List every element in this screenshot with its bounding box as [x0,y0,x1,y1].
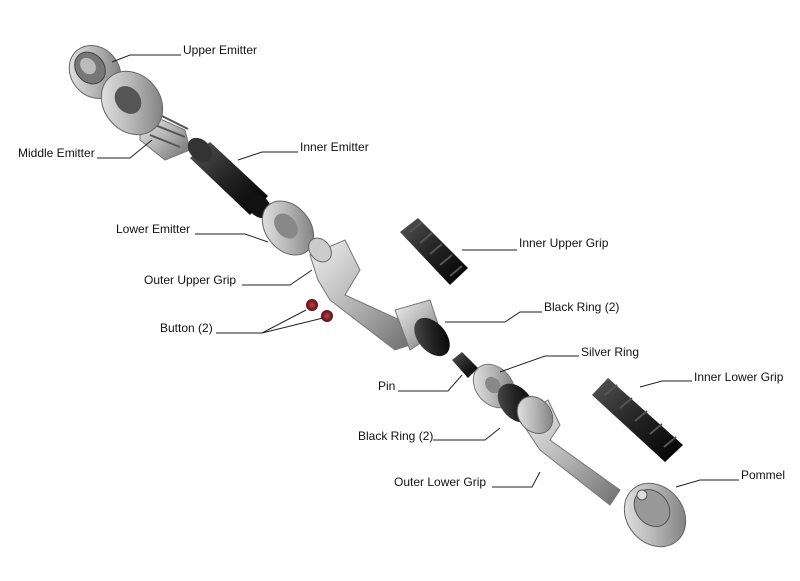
leader-lines [97,54,739,488]
button-part-2 [321,310,333,322]
label-inner-emitter: Inner Emitter [300,140,369,154]
button-part-1 [306,299,318,311]
pommel-part [623,482,687,548]
inner-upper-grip-part [400,218,468,285]
label-pommel: Pommel [741,468,786,482]
upper-emitter-part [68,45,122,99]
label-inner-lower-grip: Inner Lower Grip [694,370,784,384]
label-lower-emitter: Lower Emitter [116,222,191,236]
label-button: Button (2) [160,321,213,335]
label-pin: Pin [378,379,396,393]
label-outer-upper-grip: Outer Upper Grip [144,273,237,287]
inner-lower-grip-part [592,378,683,462]
label-middle-emitter: Middle Emitter [18,146,95,160]
inner-emitter-part [187,137,272,219]
pin-part [452,352,478,378]
label-black-ring-upper: Black Ring (2) [544,300,620,314]
label-outer-lower-grip: Outer Lower Grip [394,475,487,489]
outer-lower-grip-part [516,396,621,506]
middle-emitter-part [100,70,191,161]
lower-emitter-part [261,200,315,256]
label-upper-emitter: Upper Emitter [183,43,258,57]
label-silver-ring: Silver Ring [581,345,640,359]
label-black-ring-lower: Black Ring (2) [358,429,434,443]
black-ring-upper-part [414,317,450,357]
label-inner-upper-grip: Inner Upper Grip [519,236,609,250]
